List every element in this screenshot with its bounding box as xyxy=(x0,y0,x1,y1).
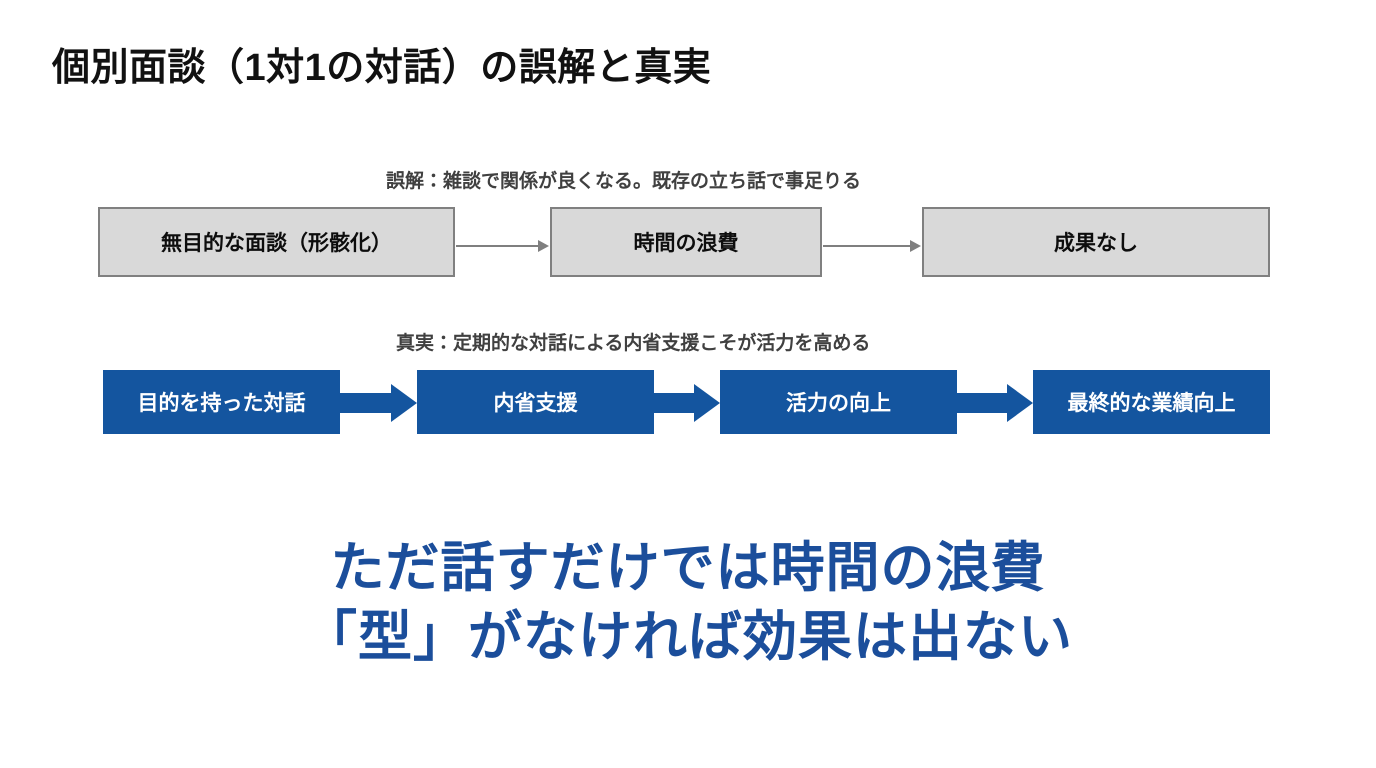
page-title: 個別面談（1対1の対話）の誤解と真実 xyxy=(52,47,712,89)
myth-step-box-1: 無目的な面談（形骸化） xyxy=(98,207,455,277)
truth-step-box-3: 活力の向上 xyxy=(720,370,957,434)
arrow-shaft xyxy=(340,393,391,413)
arrow-shaft xyxy=(957,393,1007,413)
myth-step-label-3: 成果なし xyxy=(1054,232,1138,255)
truth-flow-caption: 真実：定期的な対話による内省支援こそが活力を高める xyxy=(396,333,871,354)
headline-message: ただ話すだけでは時間の浪費 「型」がなければ効果は出ない xyxy=(0,534,1376,672)
truth-arrow-right-icon-1 xyxy=(340,384,417,422)
myth-arrow-right-icon-1 xyxy=(456,240,549,252)
headline-line-2: 「型」がなければ効果は出ない xyxy=(303,607,1073,668)
truth-arrow-right-icon-3 xyxy=(957,384,1033,422)
myth-flow-caption: 誤解：雑談で関係が良くなる。既存の立ち話で事足りる xyxy=(386,171,862,192)
truth-step-label-1: 目的を持った対話 xyxy=(137,392,306,415)
truth-step-box-4: 最終的な業績向上 xyxy=(1033,370,1270,434)
truth-step-label-2: 内省支援 xyxy=(493,392,578,415)
arrow-shaft xyxy=(654,393,694,413)
arrow-shaft xyxy=(456,245,538,247)
myth-step-box-3: 成果なし xyxy=(922,207,1270,277)
arrow-shaft xyxy=(823,245,910,247)
myth-flow-diagram: 無目的な面談（形骸化） 時間の浪費 成果なし xyxy=(0,207,1376,279)
myth-step-label-1: 無目的な面談（形骸化） xyxy=(161,232,392,255)
arrow-head xyxy=(538,240,549,252)
truth-arrow-right-icon-2 xyxy=(654,384,720,422)
truth-step-box-2: 内省支援 xyxy=(417,370,654,434)
headline-line-1: ただ話すだけでは時間の浪費 xyxy=(330,538,1046,598)
myth-step-label-2: 時間の浪費 xyxy=(633,232,739,255)
arrow-head xyxy=(910,240,921,252)
arrow-head xyxy=(1007,384,1033,422)
arrow-head xyxy=(694,384,720,422)
myth-arrow-right-icon-2 xyxy=(823,240,921,252)
truth-flow-diagram: 目的を持った対話 内省支援 活力の向上 最終的な業績向上 xyxy=(0,370,1376,436)
truth-step-label-3: 活力の向上 xyxy=(786,392,891,415)
truth-step-label-4: 最終的な業績向上 xyxy=(1067,392,1236,415)
truth-step-box-1: 目的を持った対話 xyxy=(103,370,340,434)
myth-step-box-2: 時間の浪費 xyxy=(550,207,822,277)
arrow-head xyxy=(391,384,417,422)
